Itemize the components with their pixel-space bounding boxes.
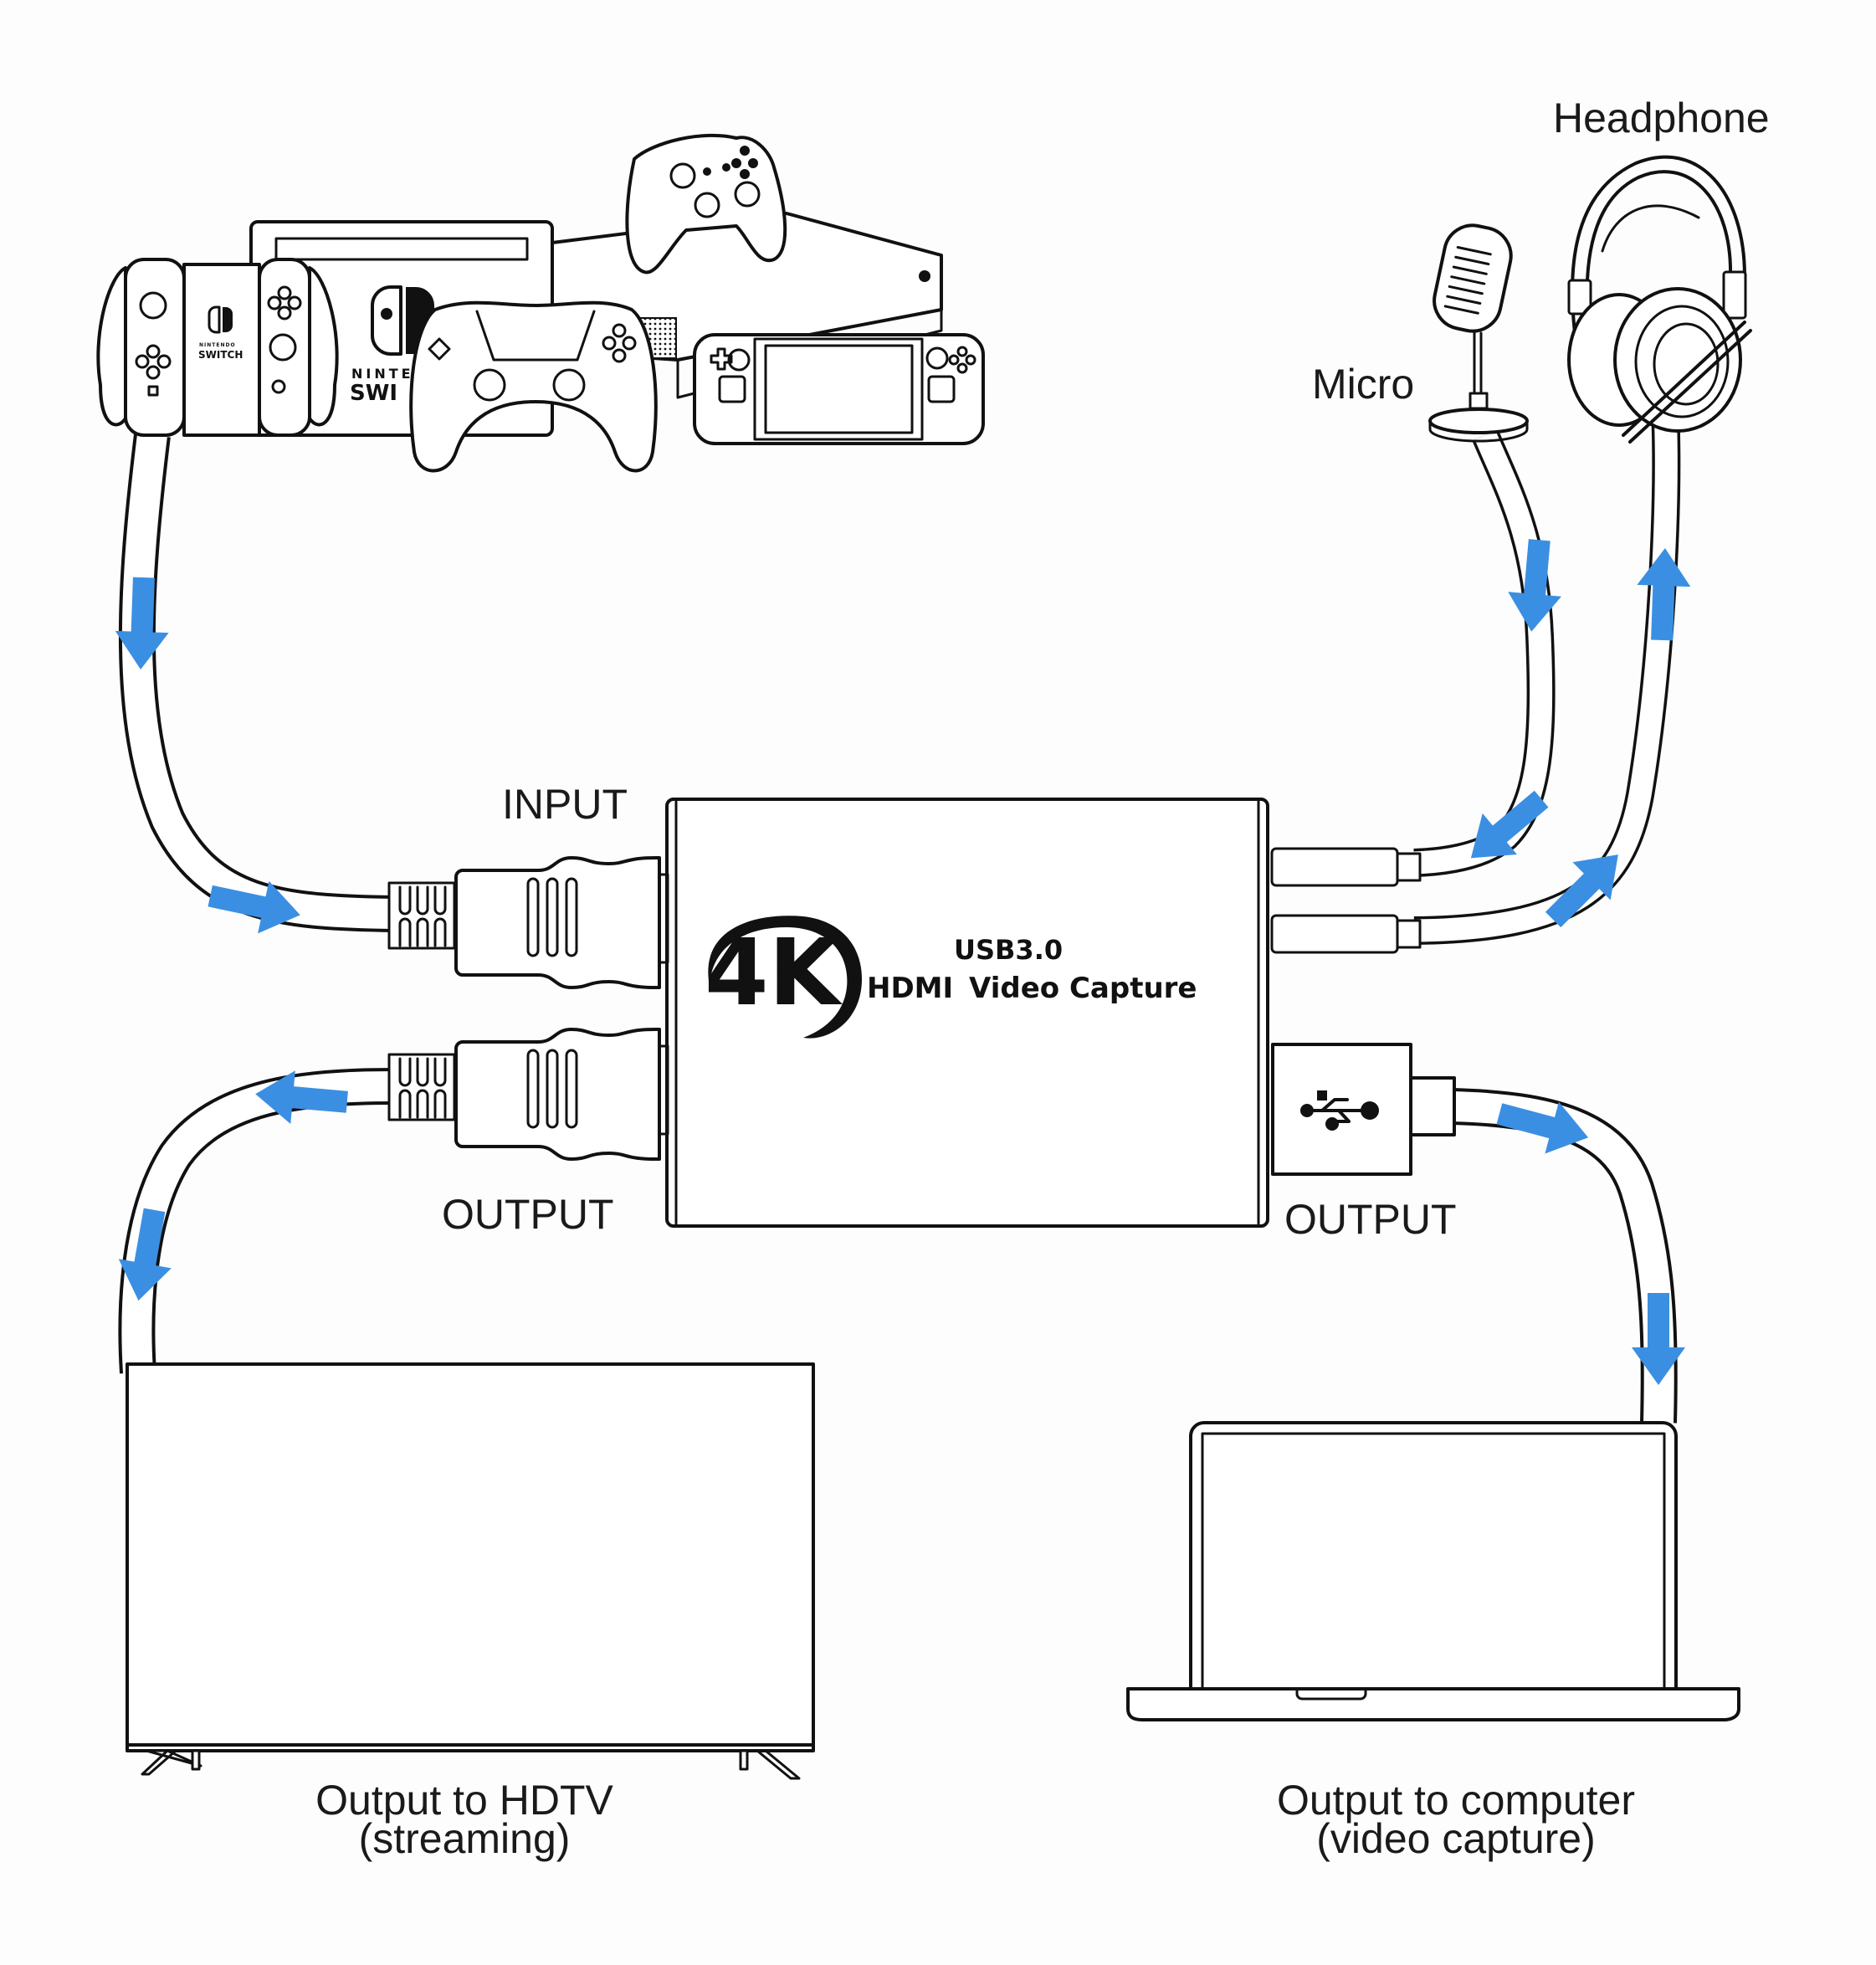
flow-arrows: [115, 539, 1691, 1385]
device-title-text: Video Capture: [969, 972, 1197, 1005]
hdmi-plug-output[interactable]: [387, 1028, 669, 1161]
output-usb-label: OUTPUT: [1284, 1196, 1457, 1243]
headphone-label: Headphone: [1553, 95, 1770, 141]
grip-name-text: SWITCH: [198, 349, 243, 361]
audio-jack-headphone[interactable]: [1270, 914, 1422, 954]
cable-microphone: [1413, 429, 1556, 877]
arrow-console-down-icon: [115, 577, 169, 670]
micro-label: Micro: [1312, 361, 1414, 408]
tv-caption-line1: Output to HDTV: [315, 1777, 613, 1824]
computer-caption-line1: Output to computer: [1277, 1777, 1635, 1824]
computer-caption-line2: (video capture): [1316, 1815, 1596, 1862]
device-logo-4k: 4K: [705, 916, 862, 1039]
grip-brand-text: NINTENDO: [199, 342, 236, 348]
dock-name-text: SWI: [350, 381, 397, 406]
arrow-mic-into-jack-icon: [1470, 790, 1549, 859]
arrow-headphone-up-icon: [1637, 548, 1691, 641]
arrow-usb-out-icon: [1496, 1101, 1589, 1154]
steam-deck: [693, 333, 985, 445]
tv-caption-line2: (streaming): [359, 1815, 571, 1862]
xbox-controller: [625, 133, 787, 274]
hdmi-plug-input[interactable]: [387, 856, 669, 989]
capture-device: [665, 798, 1269, 1228]
arrow-from-output-icon: [255, 1070, 348, 1125]
cable-usb: [1451, 1088, 1678, 1424]
output-hdmi-label: OUTPUT: [442, 1191, 614, 1238]
ps5-controller: [409, 300, 658, 473]
headphone-icon: [1567, 155, 1752, 444]
cable-input-hdmi: [118, 433, 394, 932]
input-label: INPUT: [502, 781, 628, 828]
cable-output-hdmi: [118, 1068, 394, 1374]
arrow-mic-down-icon: [1508, 539, 1562, 632]
arrow-out-of-headphone-jack-icon: [1545, 854, 1618, 928]
joycon-grip: NINTENDO SWITCH: [96, 258, 339, 437]
arrow-down-to-laptop-icon: [1632, 1293, 1685, 1385]
device-usb-text: USB3.0: [954, 934, 1063, 966]
microphone-icon: [1428, 223, 1529, 443]
hdtv: [126, 1362, 815, 1780]
usb-icon: [1300, 1090, 1379, 1131]
audio-jack-mic[interactable]: [1270, 847, 1422, 887]
arrow-into-input-icon: [208, 880, 300, 934]
logo-4k-text: 4K: [705, 919, 843, 1026]
dock-brand-text: NINTE: [351, 366, 414, 382]
arrow-down-to-tv-icon: [118, 1208, 172, 1301]
device-hdmi-text: HDMI: [867, 972, 953, 1005]
cable-headphone: [1413, 409, 1681, 945]
usb-plug[interactable]: [1271, 1043, 1456, 1176]
laptop: [1126, 1421, 1740, 1721]
